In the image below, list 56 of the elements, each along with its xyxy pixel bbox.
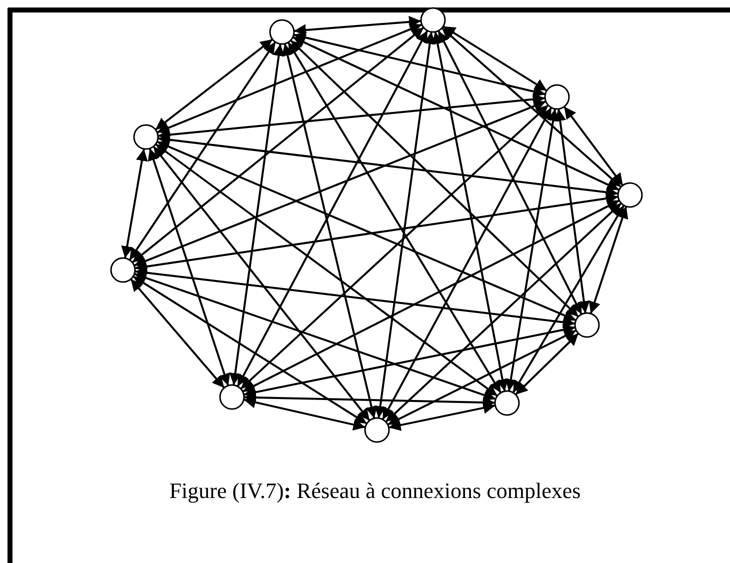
arrow xyxy=(229,44,285,386)
arrow xyxy=(156,24,422,134)
node-circle xyxy=(270,20,294,44)
arrow xyxy=(385,202,622,423)
arrow xyxy=(514,332,580,396)
node-circle xyxy=(575,313,599,337)
arrow xyxy=(294,16,422,36)
arrow xyxy=(240,104,549,390)
arrow xyxy=(243,396,366,431)
arrow xyxy=(152,146,370,422)
arrow xyxy=(504,108,560,392)
arrow xyxy=(282,43,378,419)
arrow xyxy=(588,206,628,314)
arrow xyxy=(134,272,496,401)
node-circle xyxy=(618,183,642,207)
arrow xyxy=(563,106,624,186)
arrow xyxy=(134,100,546,267)
arrow xyxy=(244,324,576,398)
arrow xyxy=(441,27,622,188)
arrow xyxy=(442,25,548,92)
arrow xyxy=(554,108,590,314)
arrow xyxy=(242,200,620,392)
node-circle xyxy=(134,125,158,149)
arrow xyxy=(134,266,576,328)
arrow xyxy=(132,276,368,424)
arrow xyxy=(438,30,582,315)
arrow xyxy=(158,134,618,198)
arrow xyxy=(236,30,428,387)
node-circle xyxy=(220,385,244,409)
arrow xyxy=(130,278,225,389)
node-circle xyxy=(421,8,445,32)
arrow xyxy=(382,107,552,420)
arrow xyxy=(287,42,502,394)
arrow xyxy=(244,392,496,408)
arrow xyxy=(132,26,424,264)
arrow xyxy=(432,32,508,392)
arrow xyxy=(512,204,625,394)
arrow xyxy=(134,192,618,272)
arrow xyxy=(148,148,230,386)
node-circle xyxy=(545,85,569,109)
arrow xyxy=(292,36,620,191)
arrow xyxy=(128,41,276,261)
arrow xyxy=(388,402,496,431)
node-circle xyxy=(111,258,135,282)
arrow xyxy=(387,329,577,426)
arrow xyxy=(154,38,274,130)
node-circle xyxy=(365,418,389,442)
arrow xyxy=(156,140,576,322)
figure-caption: Figure (IV.7): Réseau à connexions complexes xyxy=(168,478,582,504)
arrow xyxy=(158,93,546,141)
arrow xyxy=(155,143,498,397)
arrow xyxy=(121,148,148,258)
arrow xyxy=(290,40,580,318)
arrow xyxy=(293,32,546,98)
node-circle xyxy=(495,391,519,415)
arrow xyxy=(374,32,436,418)
